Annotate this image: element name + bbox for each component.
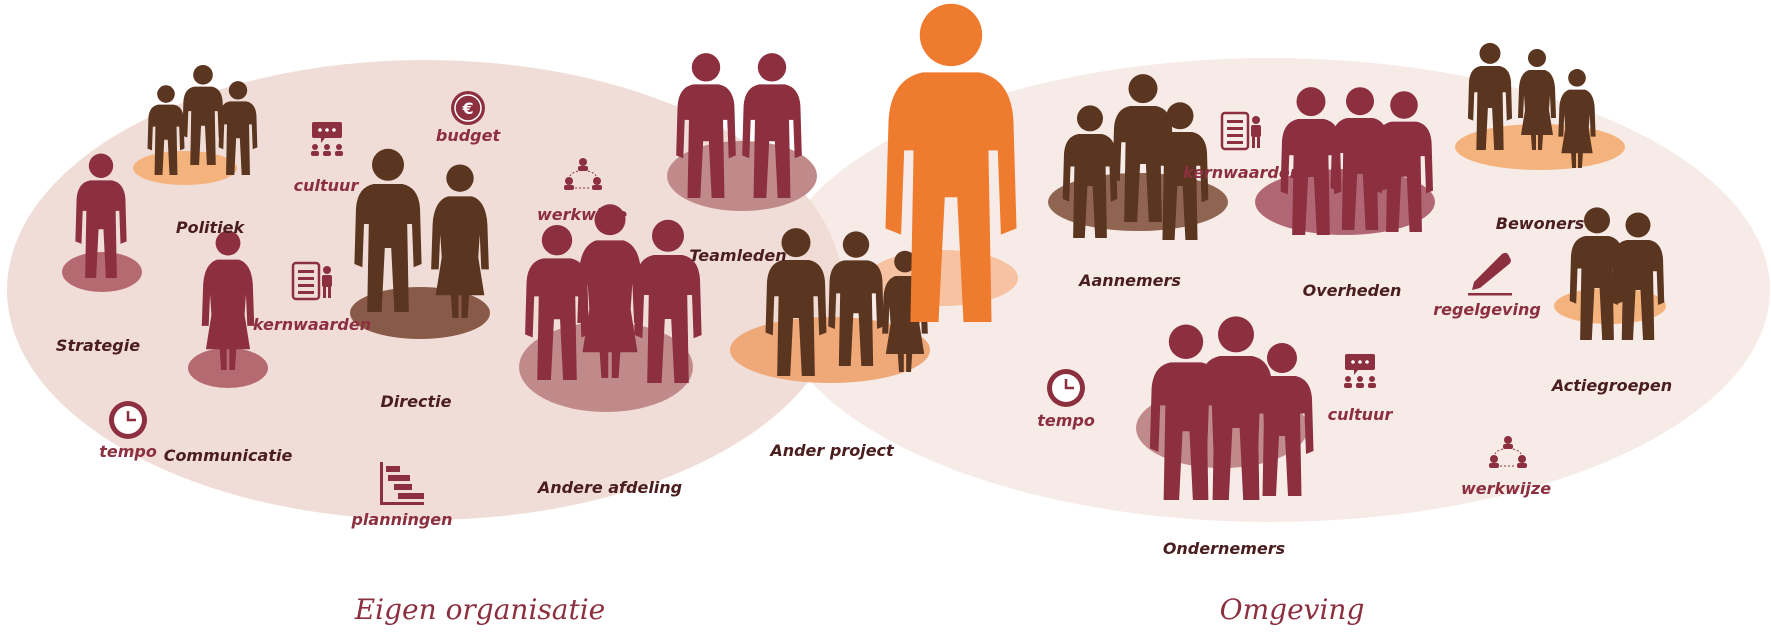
label-directie: Directie	[380, 392, 452, 411]
label-cultuur-right: cultuur	[1327, 405, 1393, 424]
euro-coin-icon: €	[451, 91, 485, 125]
shadow-politiek	[133, 151, 237, 185]
section-title-omgeving: Omgeving	[1219, 593, 1365, 626]
label-planningen: planningen	[351, 510, 453, 529]
label-ondernemers: Ondernemers	[1162, 539, 1286, 558]
section-title-eigen-organisatie: Eigen organisatie	[354, 593, 606, 626]
label-kernwaarden-left: kernwaarden	[252, 315, 372, 334]
right-ellipse-omgeving	[770, 58, 1770, 522]
gantt-planning-icon	[380, 462, 424, 505]
clock-icon	[109, 401, 147, 439]
label-bewoners: Bewoners	[1495, 214, 1585, 233]
label-teamleden: Teamleden	[689, 246, 787, 265]
clock-icon	[1047, 369, 1085, 407]
label-werkwijze-right: werkwijze	[1460, 479, 1552, 498]
label-tempo-left: tempo	[99, 442, 157, 461]
label-andere-afdeling: Andere afdeling	[537, 478, 683, 497]
speech-bubble-people-icon	[311, 122, 343, 156]
values-document-icon	[291, 261, 332, 301]
label-overheden: Overheden	[1302, 281, 1402, 300]
label-strategie: Strategie	[55, 336, 141, 355]
values-document-icon	[1220, 111, 1261, 151]
label-kernwaarden-right: kernwaarden	[1182, 163, 1302, 182]
label-communicatie: Communicatie	[163, 446, 293, 465]
pen-icon	[1468, 252, 1512, 296]
label-regelgeving: regelgeving	[1433, 300, 1541, 319]
label-budget: budget	[435, 126, 501, 145]
label-aannemers: Aannemers	[1079, 271, 1181, 290]
group-andere-afdeling	[525, 204, 702, 383]
label-werkwijze-left: werkwijze	[536, 205, 628, 224]
speech-bubble-people-icon	[1344, 354, 1376, 388]
label-actiegroepen: Actiegroepen	[1551, 376, 1673, 395]
label-ander-project: Ander project	[770, 441, 894, 460]
shadow-strategie	[62, 252, 142, 292]
network-icon	[564, 158, 602, 190]
label-politiek: Politiek	[175, 218, 245, 237]
label-cultuur-left: cultuur	[293, 176, 359, 195]
shadow-communicatie	[188, 348, 268, 388]
network-icon	[1489, 436, 1527, 468]
svg-text:€: €	[461, 99, 473, 118]
label-tempo-right: tempo	[1037, 411, 1095, 430]
